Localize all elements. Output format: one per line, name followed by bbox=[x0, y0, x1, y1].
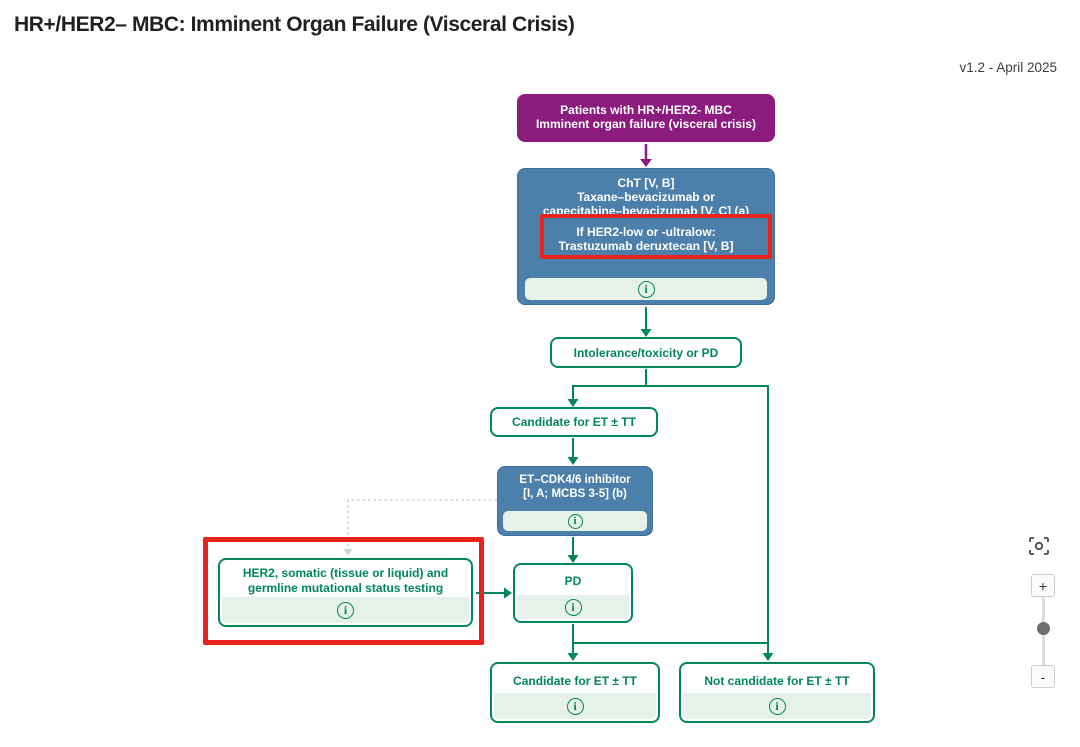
node-et-cdk46-info-bar[interactable]: i bbox=[503, 511, 647, 531]
node-et-cdk46-text: ET–CDK4/6 inhibitor [I, A; MCBS 3-5] (b) bbox=[498, 473, 652, 501]
node-her2-testing-info-bar[interactable]: i bbox=[222, 597, 469, 623]
info-icon[interactable]: i bbox=[637, 280, 655, 298]
version-label: v1.2 - April 2025 bbox=[959, 60, 1057, 75]
node-pd-label: PD bbox=[564, 574, 582, 588]
arrow-candidate-to-etcdk bbox=[567, 438, 579, 465]
page-title: HR+/HER2– MBC: Imminent Organ Failure (V… bbox=[14, 13, 575, 36]
node-her2-testing-text: HER2, somatic (tissue or liquid) and ger… bbox=[220, 566, 471, 596]
node-et-cdk46-line1: ET–CDK4/6 inhibitor bbox=[519, 474, 631, 486]
node-not-candidate-info-bar[interactable]: i bbox=[683, 693, 871, 719]
info-icon[interactable]: i bbox=[337, 601, 354, 619]
node-intolerance-label: Intolerance/toxicity or PD bbox=[573, 345, 719, 360]
zoom-in-button[interactable]: + bbox=[1031, 574, 1055, 597]
connector-intolerance-split bbox=[567, 369, 769, 643]
highlight-her2-testing-annotation bbox=[203, 537, 484, 645]
node-et-cdk46-line2: [I, A; MCBS 3-5] (b) bbox=[523, 488, 627, 500]
arrow-cht-to-intolerance bbox=[640, 307, 652, 337]
node-candidate-bottom-info-bar[interactable]: i bbox=[494, 693, 656, 719]
node-not-candidate-et-tt-label: Not candidate for ET ± TT bbox=[704, 674, 850, 688]
node-not-candidate-et-tt[interactable]: Not candidate for ET ± TT i bbox=[679, 662, 875, 723]
node-her2-testing-line1: HER2, somatic (tissue or liquid) and bbox=[242, 566, 449, 580]
fit-view-icon[interactable] bbox=[1029, 537, 1049, 555]
node-cht[interactable]: ChT [V, B] Taxane–bevacizumab or capecit… bbox=[517, 168, 775, 305]
dotted-connector-etcdk-to-her2 bbox=[343, 499, 497, 556]
info-icon[interactable]: i bbox=[566, 697, 584, 715]
node-cht-info-bar[interactable]: i bbox=[525, 278, 767, 300]
node-cht-highlight-line1: If HER2-low or -ultralow: bbox=[576, 225, 716, 239]
node-candidate-et-tt-bottom-label: Candidate for ET ± TT bbox=[513, 674, 637, 688]
node-cht-text: ChT [V, B] Taxane–bevacizumab or capecit… bbox=[518, 176, 774, 218]
zoom-out-button[interactable]: - bbox=[1031, 665, 1055, 688]
info-icon[interactable]: i bbox=[564, 598, 582, 616]
node-her2-testing-line2: germline mutational status testing bbox=[247, 581, 444, 595]
info-icon[interactable]: i bbox=[768, 697, 786, 715]
node-pd[interactable]: PD i bbox=[513, 563, 633, 623]
node-patients-line1: Patients with HR+/HER2- MBC bbox=[560, 103, 732, 117]
node-candidate-et-tt-label: Candidate for ET ± TT bbox=[512, 415, 636, 429]
node-cht-her2low-text: If HER2-low or -ultralow: Trastuzumab de… bbox=[518, 225, 774, 253]
node-pd-info-bar[interactable]: i bbox=[517, 595, 629, 619]
zoom-slider-handle[interactable] bbox=[1037, 622, 1050, 635]
node-patients-line2: Imminent organ failure (visceral crisis) bbox=[535, 117, 757, 131]
node-intolerance[interactable]: Intolerance/toxicity or PD bbox=[550, 337, 742, 368]
node-patients[interactable]: Patients with HR+/HER2- MBC Imminent org… bbox=[517, 94, 775, 142]
arrow-etcdk-to-pd bbox=[567, 537, 579, 563]
info-icon[interactable]: i bbox=[567, 513, 583, 529]
node-cht-line1: ChT [V, B] bbox=[617, 176, 675, 190]
connector-pd-split bbox=[567, 624, 774, 661]
node-cht-line2: Taxane–bevacizumab or bbox=[577, 190, 715, 204]
node-candidate-et-tt[interactable]: Candidate for ET ± TT bbox=[490, 407, 658, 437]
node-candidate-et-tt-bottom[interactable]: Candidate for ET ± TT i bbox=[490, 662, 660, 723]
node-cht-highlight-line2: Trastuzumab deruxtecan [V, B] bbox=[558, 239, 734, 253]
arrow-patients-to-cht bbox=[640, 144, 652, 167]
highlight-her2low-annotation bbox=[540, 214, 772, 259]
node-et-cdk46[interactable]: ET–CDK4/6 inhibitor [I, A; MCBS 3-5] (b)… bbox=[497, 466, 653, 536]
node-her2-testing[interactable]: HER2, somatic (tissue or liquid) and ger… bbox=[218, 558, 473, 627]
